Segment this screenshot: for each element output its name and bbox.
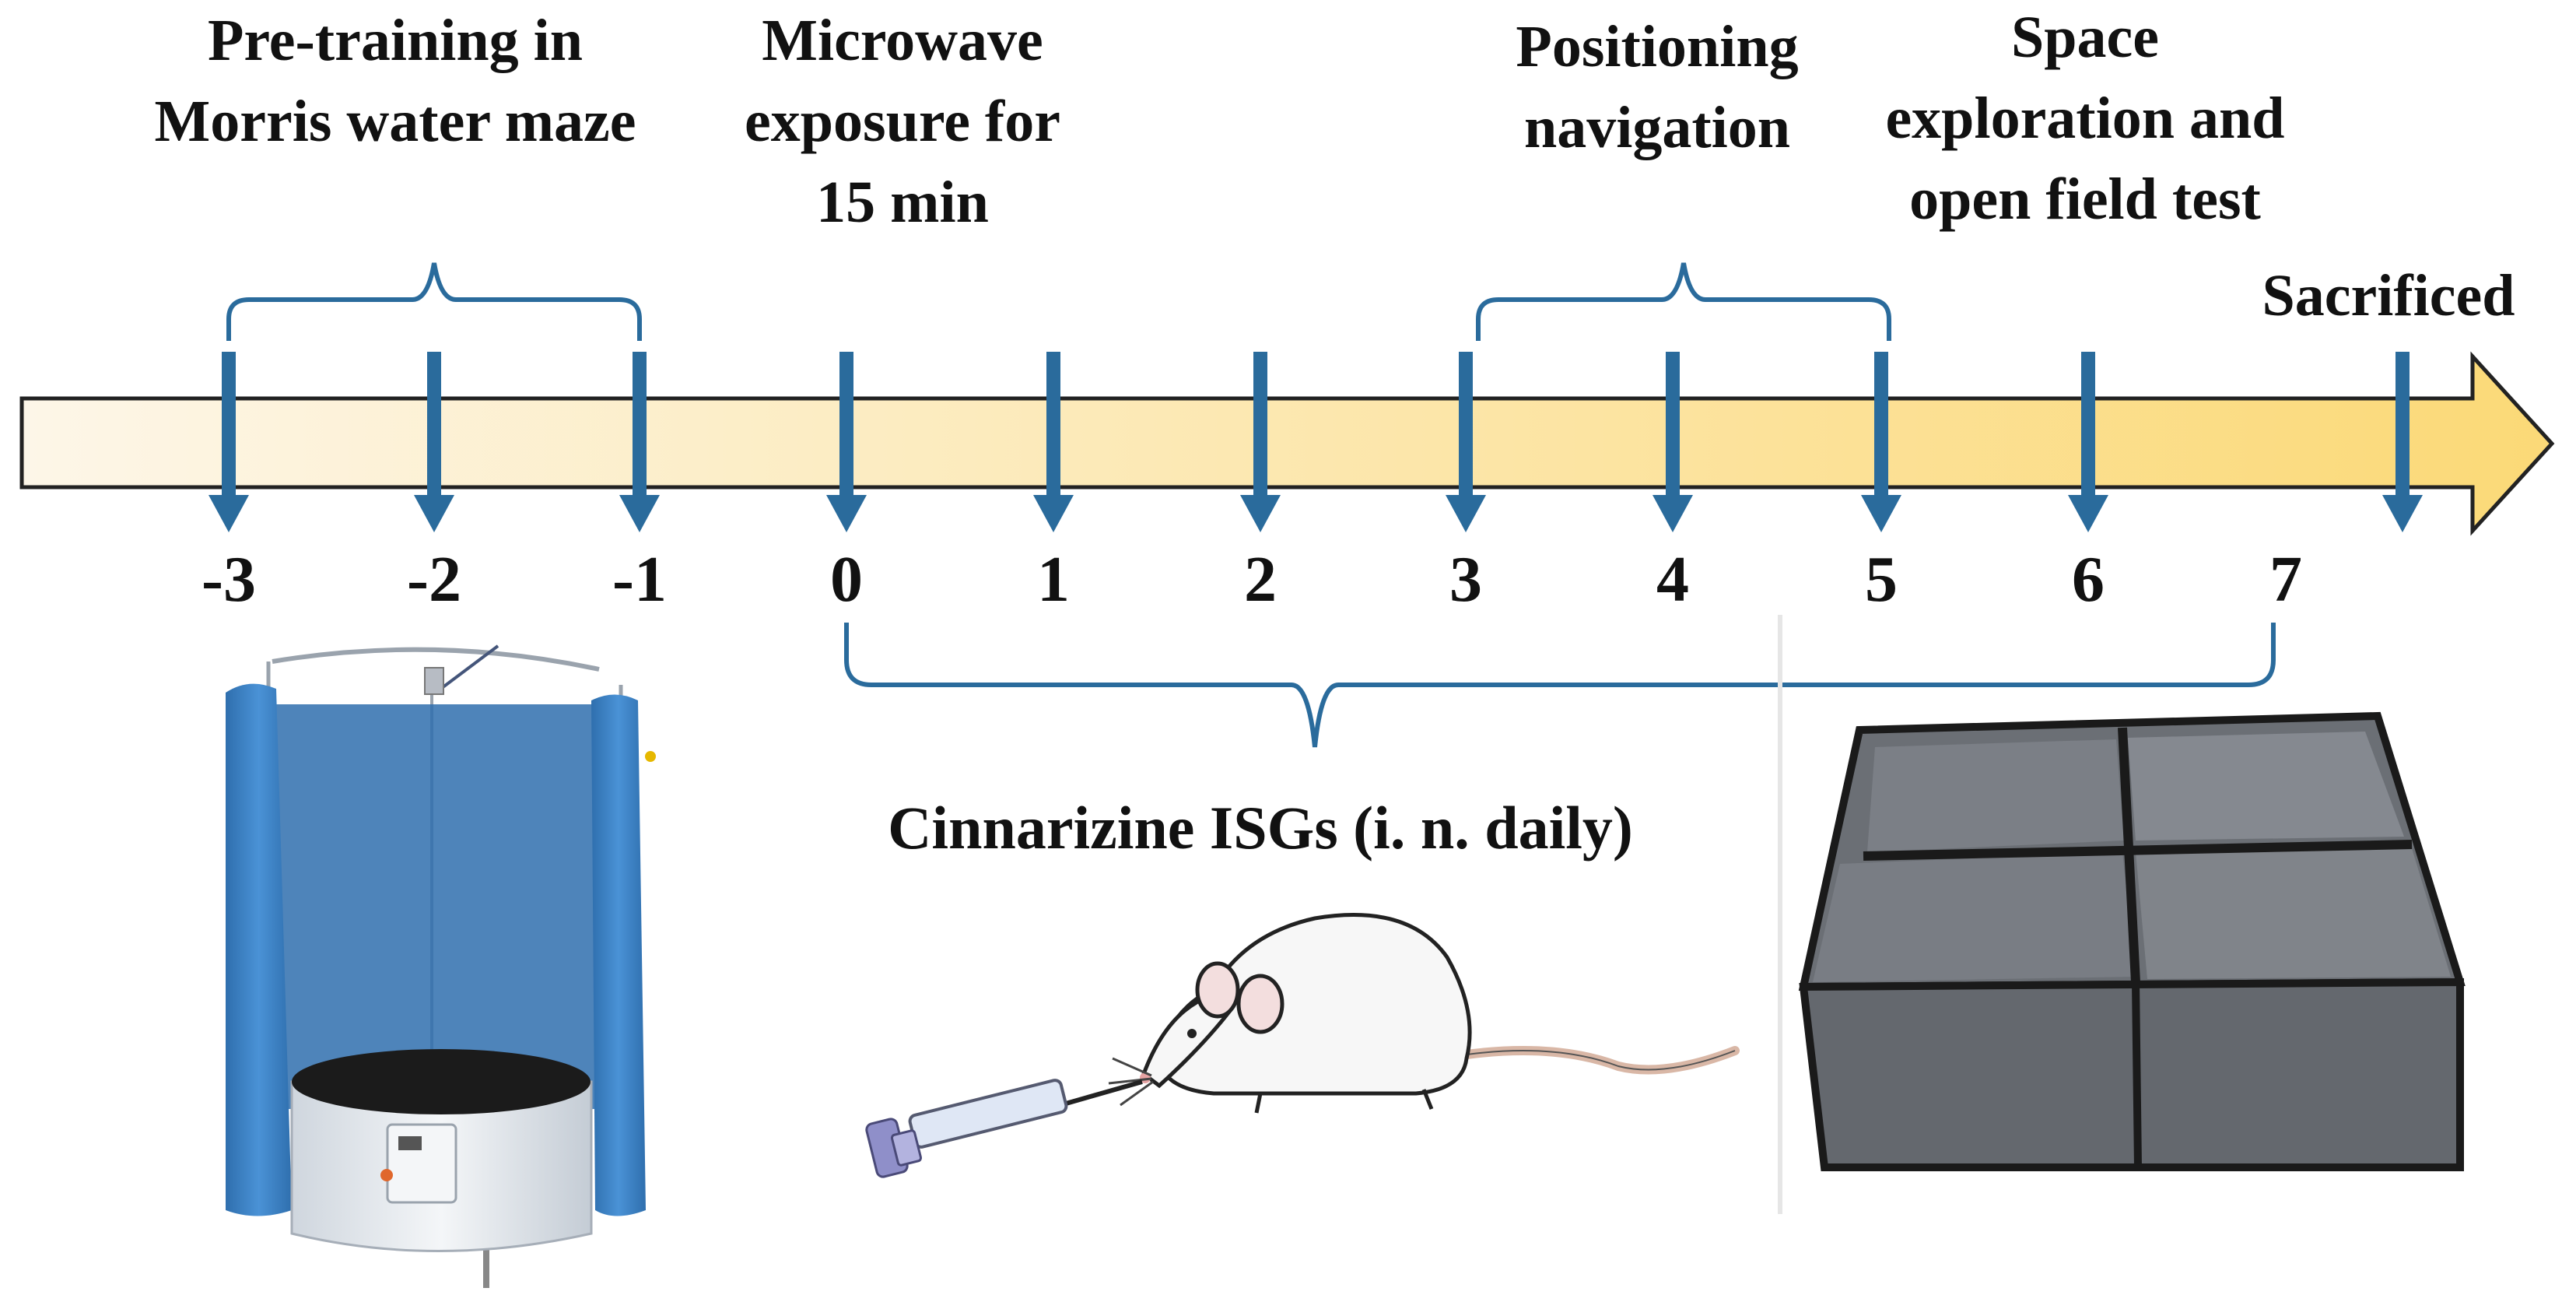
day-label: 7 — [2269, 543, 2302, 616]
marker-head — [826, 495, 867, 532]
marker-shaft — [1459, 352, 1473, 498]
open-field-box-illustration — [1778, 615, 2466, 1214]
day-label: 4 — [1656, 543, 1689, 616]
label-line: open field test — [1909, 167, 2261, 232]
day-label: -2 — [407, 543, 461, 616]
marker-shaft — [1874, 352, 1888, 498]
marker-head — [209, 495, 249, 532]
timeline-arrow — [19, 351, 2555, 536]
day-marker — [1240, 352, 1281, 532]
day-label: 1 — [1037, 543, 1070, 616]
marker-shaft — [427, 352, 441, 498]
day-label: 2 — [1244, 543, 1277, 616]
marker-head — [2382, 495, 2423, 532]
day-marker — [2068, 352, 2108, 532]
marker-shaft — [633, 352, 647, 498]
day-marker — [619, 352, 660, 532]
treatment-label: Cinnarizine ISGs (i. n. daily) — [888, 794, 1633, 862]
label-line: Sacrificed — [2262, 263, 2515, 328]
marker-shaft — [1666, 352, 1680, 498]
stage-label-pretraining: Pre-training in Morris water maze — [100, 0, 691, 162]
day-label: -3 — [202, 543, 256, 616]
day-marker-group — [209, 352, 2423, 532]
rat-injection-illustration — [865, 913, 1740, 1178]
morris-water-maze-illustration — [226, 644, 656, 1288]
marker-shaft — [2396, 352, 2410, 498]
marker-shaft — [1046, 352, 1060, 498]
stage-label-space-exploration: Space exploration and open field test — [1844, 0, 2326, 240]
day-label: 0 — [830, 543, 863, 616]
pretraining-brace — [226, 262, 642, 341]
day-marker — [414, 352, 454, 532]
stage-label-positioning: Positioning navigation — [1455, 6, 1859, 168]
day-marker — [826, 352, 867, 532]
label-line: Microwave — [762, 8, 1043, 73]
label-line: navigation — [1523, 95, 1791, 160]
marker-shaft — [222, 352, 236, 498]
day-marker — [1033, 352, 1074, 532]
marker-head — [414, 495, 454, 532]
label-line: Positioning — [1516, 14, 1799, 79]
label-line: exposure for — [745, 89, 1060, 154]
day-marker — [1652, 352, 1693, 532]
stage-label-microwave: Microwave exposure for 15 min — [685, 0, 1120, 243]
sacrifice-marker — [2382, 352, 2423, 532]
day-marker — [209, 352, 249, 532]
stage-label-sacrificed: Sacrificed — [2210, 255, 2567, 336]
marker-head — [1033, 495, 1074, 532]
marker-head — [1446, 495, 1486, 532]
day-marker — [1446, 352, 1486, 532]
marker-shaft — [839, 352, 853, 498]
day-label: 6 — [2072, 543, 2105, 616]
marker-head — [619, 495, 660, 532]
day-label: 5 — [1865, 543, 1898, 616]
label-line: Pre-training in — [207, 8, 583, 73]
marker-head — [1240, 495, 1281, 532]
day-label: 3 — [1449, 543, 1482, 616]
day-label: -1 — [612, 543, 667, 616]
marker-shaft — [2081, 352, 2095, 498]
marker-head — [1652, 495, 1693, 532]
marker-head — [1861, 495, 1901, 532]
positioning-brace — [1476, 262, 1891, 341]
label-line: 15 min — [816, 170, 989, 235]
label-line: Morris water maze — [154, 89, 636, 154]
treatment-brace — [844, 623, 2276, 748]
label-line: exploration and — [1885, 86, 2285, 151]
marker-head — [2068, 495, 2108, 532]
marker-shaft — [1253, 352, 1267, 498]
label-line: Space — [2011, 5, 2159, 70]
day-marker — [1861, 352, 1901, 532]
